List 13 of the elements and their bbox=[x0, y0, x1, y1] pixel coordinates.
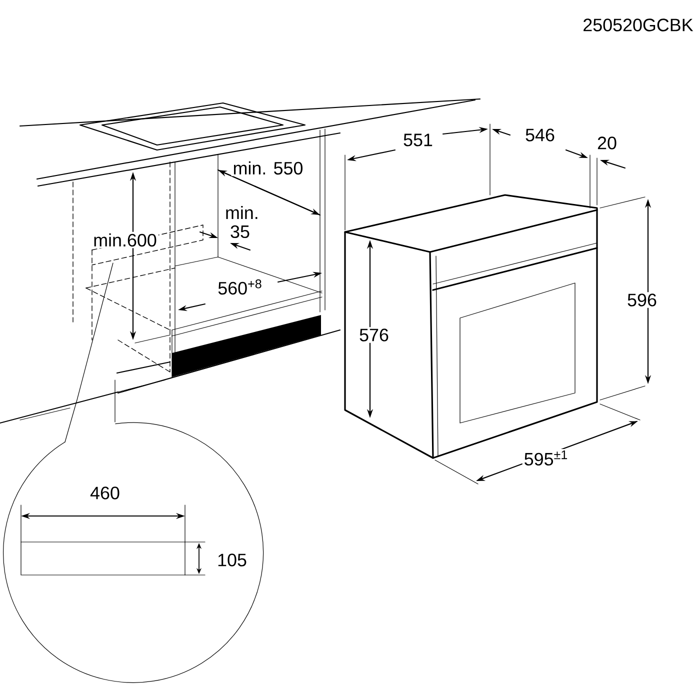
dimension-label: 20 bbox=[596, 135, 618, 151]
drawing-code: 250520GCBK bbox=[581, 17, 695, 33]
dimension-label: 560$^{+8}$ bbox=[216, 278, 264, 296]
dimension-label: min. 550 bbox=[231, 160, 305, 176]
dimension-label: min. 35 bbox=[224, 204, 258, 240]
dimension-label: 576 bbox=[358, 327, 390, 343]
dimension-label: 595$^{±1}$ bbox=[522, 448, 570, 468]
dimension-label: 460 bbox=[88, 485, 122, 501]
dimension-label: min.600 bbox=[92, 232, 158, 248]
dimension-label: 596 bbox=[626, 292, 658, 308]
dimension-label: 105 bbox=[216, 552, 248, 568]
dimension-label: 546 bbox=[524, 127, 556, 143]
dimension-label: 551 bbox=[402, 132, 434, 148]
